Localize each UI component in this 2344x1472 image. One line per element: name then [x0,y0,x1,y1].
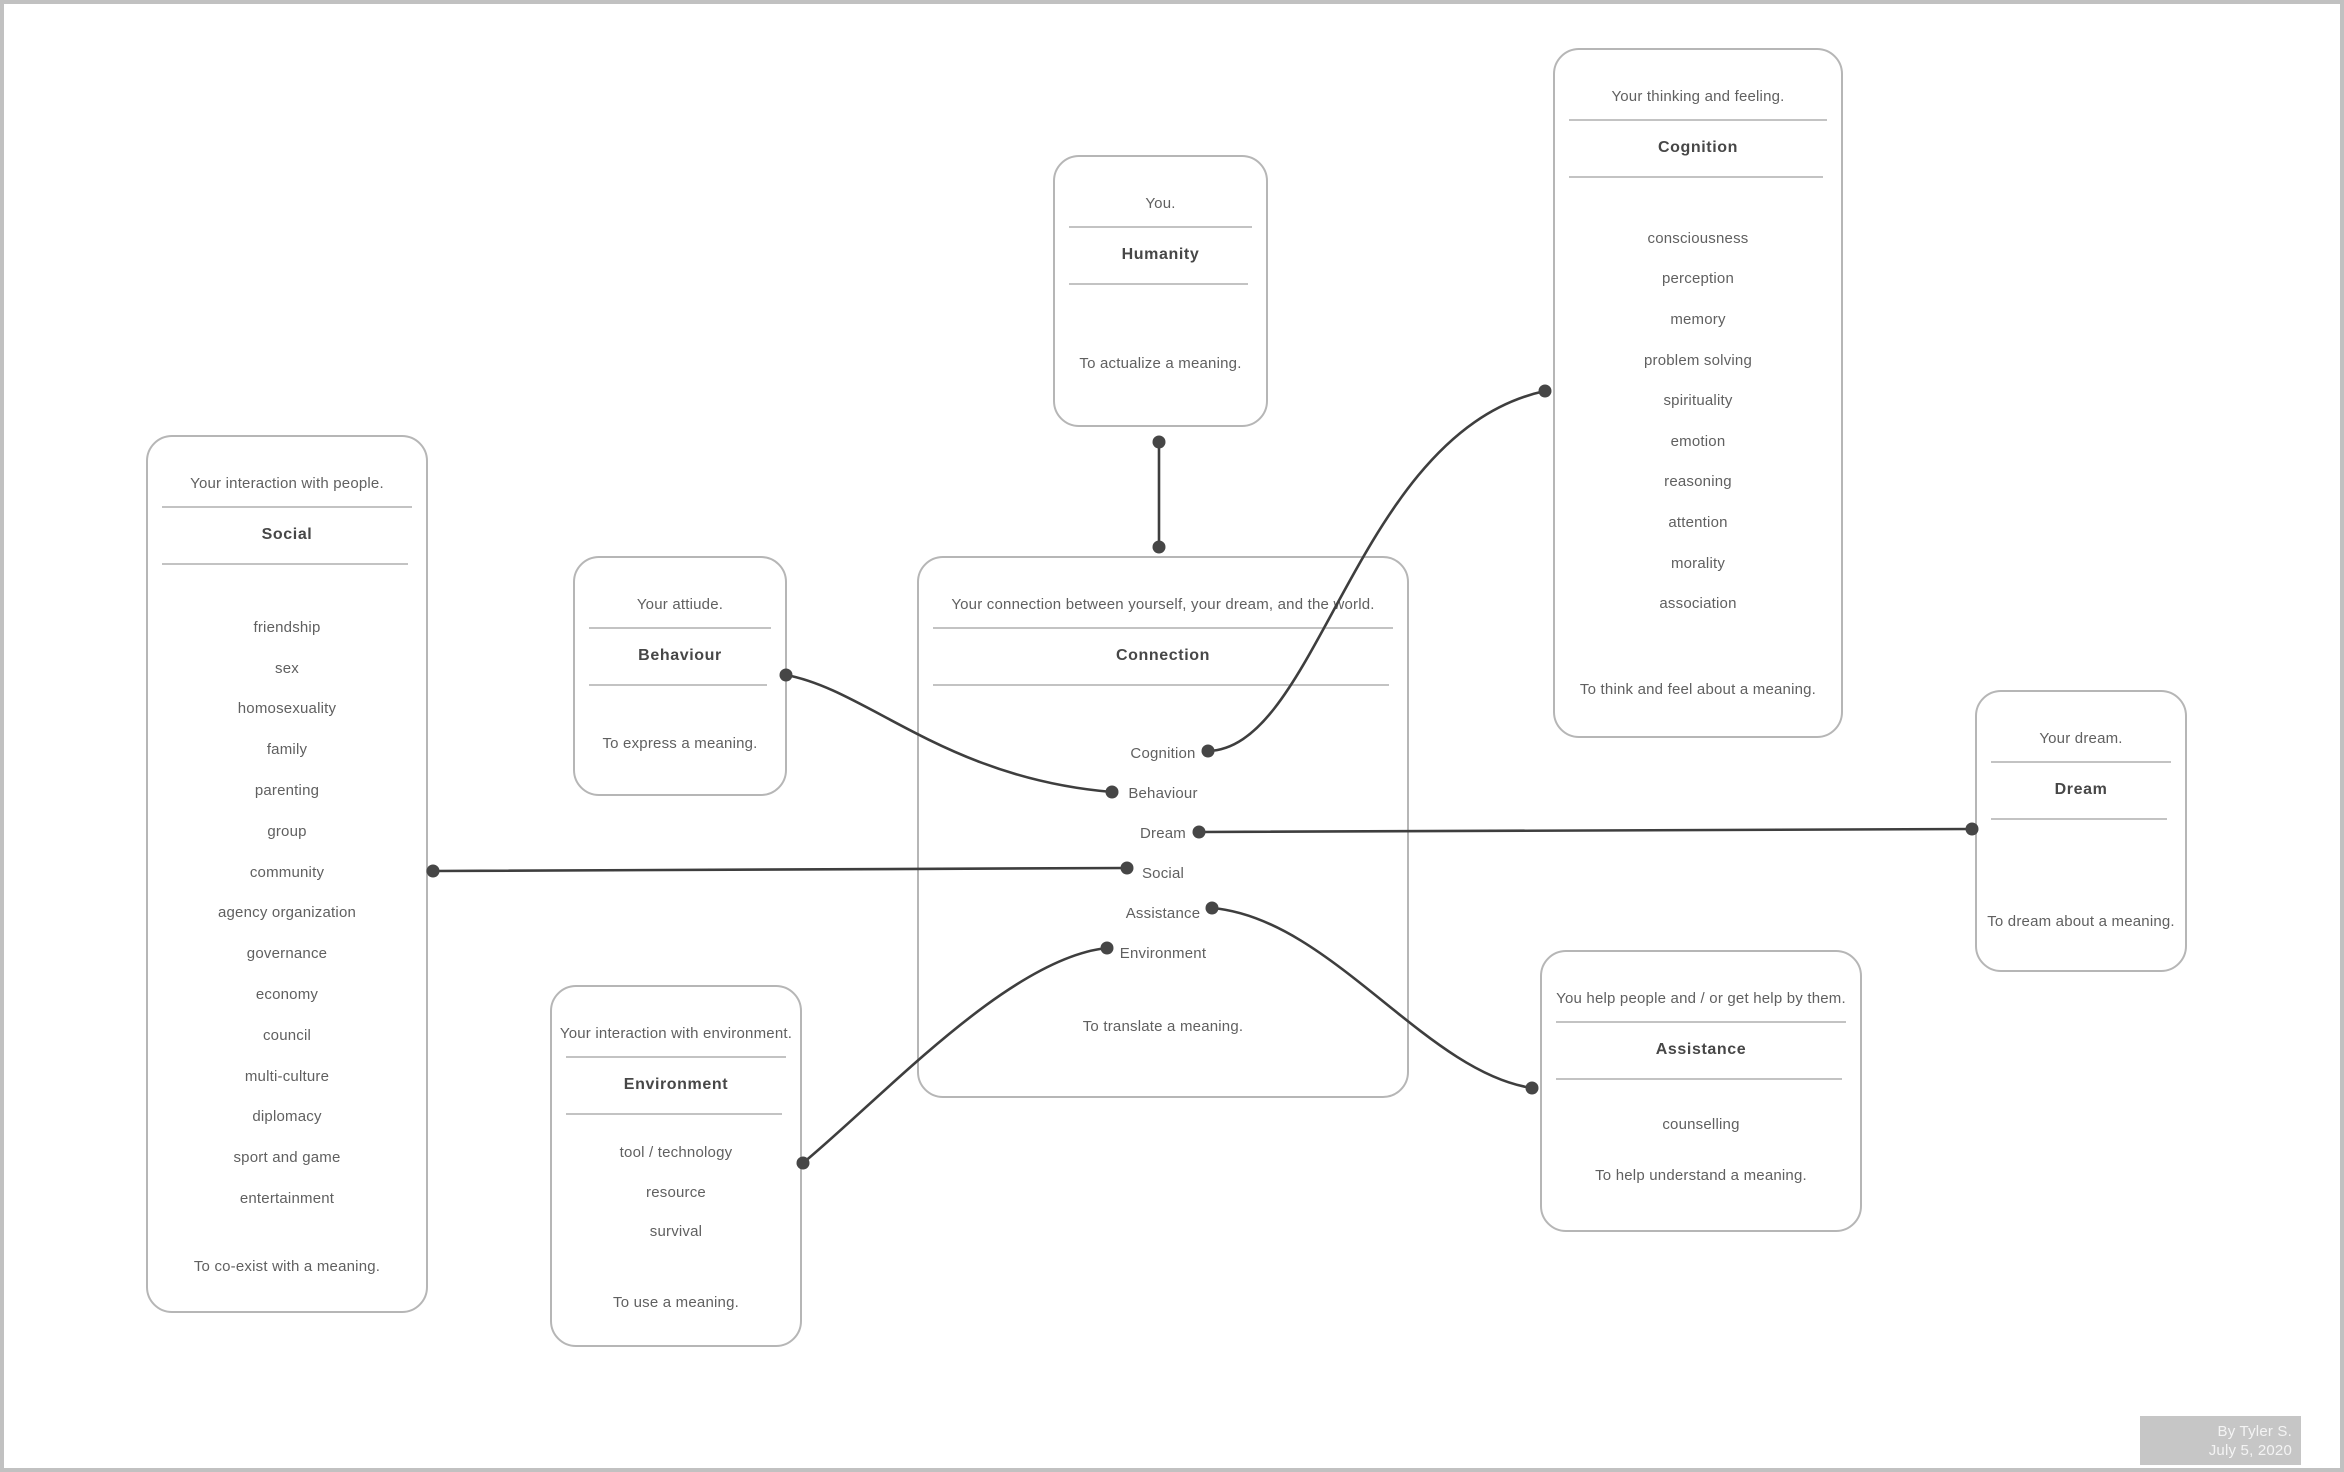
separator [1556,1021,1846,1023]
card-subtitle: You. [1145,195,1176,212]
separator [566,1113,782,1115]
card-title: Social [261,526,313,543]
list-item: association [1659,595,1737,613]
list-item: resource [646,1183,706,1201]
watermark-date: July 5, 2020 [2208,1442,2292,1459]
separator [933,627,1393,629]
card-dream[interactable]: Your dream. Dream To dream about a meani… [1975,690,2187,972]
list-item: friendship [253,618,321,636]
card-title: Dream [2054,781,2108,798]
card-item-list: tool / technology resource survival [552,1133,800,1252]
card-item-list: consciousness perception memory problem … [1555,218,1841,624]
card-footer: To co-exist with a meaning. [193,1258,381,1275]
list-item: attention [1668,513,1728,531]
list-item: governance [246,945,328,963]
connection-item-environment: Environment [1119,944,1207,962]
list-item: entertainment [239,1190,335,1208]
card-humanity[interactable]: You. Humanity To actualize a meaning. [1053,155,1268,427]
card-environment[interactable]: Your interaction with environment. Envir… [550,985,802,1347]
card-subtitle: Your thinking and feeling. [1611,88,1785,105]
card-subtitle: Your interaction with environment. [559,1025,793,1042]
list-item: spirituality [1663,392,1733,410]
list-item: diplomacy [252,1108,322,1126]
connection-item-social: Social [1141,864,1185,882]
card-subtitle: You help people and / or get help by the… [1556,990,1846,1007]
card-assistance[interactable]: You help people and / or get help by the… [1540,950,1862,1232]
connector-dot [1152,435,1166,449]
list-item: community [249,863,325,881]
card-title: Cognition [1657,139,1739,156]
list-item: economy [255,986,319,1004]
list-item: group [267,822,307,840]
list-item: council [262,1026,312,1044]
card-footer: To help understand a meaning. [1595,1167,1807,1184]
list-item: memory [1670,310,1726,328]
card-subtitle: Your attiude. [636,596,724,613]
separator [589,684,767,686]
card-title: Behaviour [638,647,722,664]
list-item: counselling [1662,1115,1740,1133]
separator [566,1056,786,1058]
card-title: Environment [623,1076,729,1093]
connection-item-dream: Dream [1139,824,1186,842]
separator [1069,283,1248,285]
list-item: homosexuality [237,700,337,718]
list-item: family [266,741,308,759]
card-title: Assistance [1655,1041,1747,1058]
card-cognition[interactable]: Your thinking and feeling. Cognition con… [1553,48,1843,738]
list-item: morality [1670,554,1726,572]
card-item-list: counselling [1542,1104,1860,1144]
list-item: sex [275,659,299,677]
separator [162,506,412,508]
card-behaviour[interactable]: Your attiude. Behaviour To express a mea… [573,556,787,796]
list-item: parenting [254,782,320,800]
separator [1069,226,1252,228]
card-title: Humanity [1121,246,1200,263]
card-subtitle: Your interaction with people. [190,475,384,492]
card-footer: To actualize a meaning. [1079,355,1242,372]
card-footer: To think and feel about a meaning. [1579,681,1817,698]
card-subtitle: Your dream. [2039,730,2123,747]
separator [1991,818,2167,820]
list-item: emotion [1670,432,1726,450]
separator [589,627,771,629]
card-title: Connection [1116,647,1210,664]
card-social[interactable]: Your interaction with people. Social fri… [146,435,428,1313]
list-item: tool / technology [619,1144,733,1162]
connector-dot [426,864,440,878]
watermark-author: By Tyler S. [2217,1423,2292,1440]
card-footer: To express a meaning. [602,735,758,752]
separator [1569,176,1823,178]
list-item: sport and game [233,1149,341,1167]
separator [1991,761,2171,763]
list-item: reasoning [1664,473,1732,491]
card-footer: To dream about a meaning. [1987,913,2175,930]
card-footer: To use a meaning. [613,1294,739,1311]
card-subtitle: Your connection between yourself, your d… [951,596,1375,613]
list-item: multi-culture [244,1067,330,1085]
connection-item-assistance: Assistance [1125,904,1201,922]
connection-item-behaviour: Behaviour [1128,784,1198,802]
card-item-list: Cognition Behaviour Dream Social Assista… [919,733,1407,973]
separator [1569,119,1827,121]
separator [162,563,408,565]
list-item: consciousness [1647,229,1749,247]
connection-item-cognition: Cognition [1130,744,1196,762]
card-item-list: friendship sex homosexuality family pare… [148,607,426,1219]
list-item: perception [1661,270,1735,288]
list-item: agency organization [217,904,357,922]
card-footer: To translate a meaning. [1082,1018,1244,1035]
separator [1556,1078,1842,1080]
watermark: By Tyler S. July 5, 2020 [2140,1416,2301,1465]
connector-dot [1538,384,1552,398]
list-item: survival [649,1223,703,1241]
connector-dot [1152,540,1166,554]
card-connection[interactable]: Your connection between yourself, your d… [917,556,1409,1098]
separator [933,684,1389,686]
connector-dot [1525,1081,1539,1095]
list-item: problem solving [1643,351,1753,369]
